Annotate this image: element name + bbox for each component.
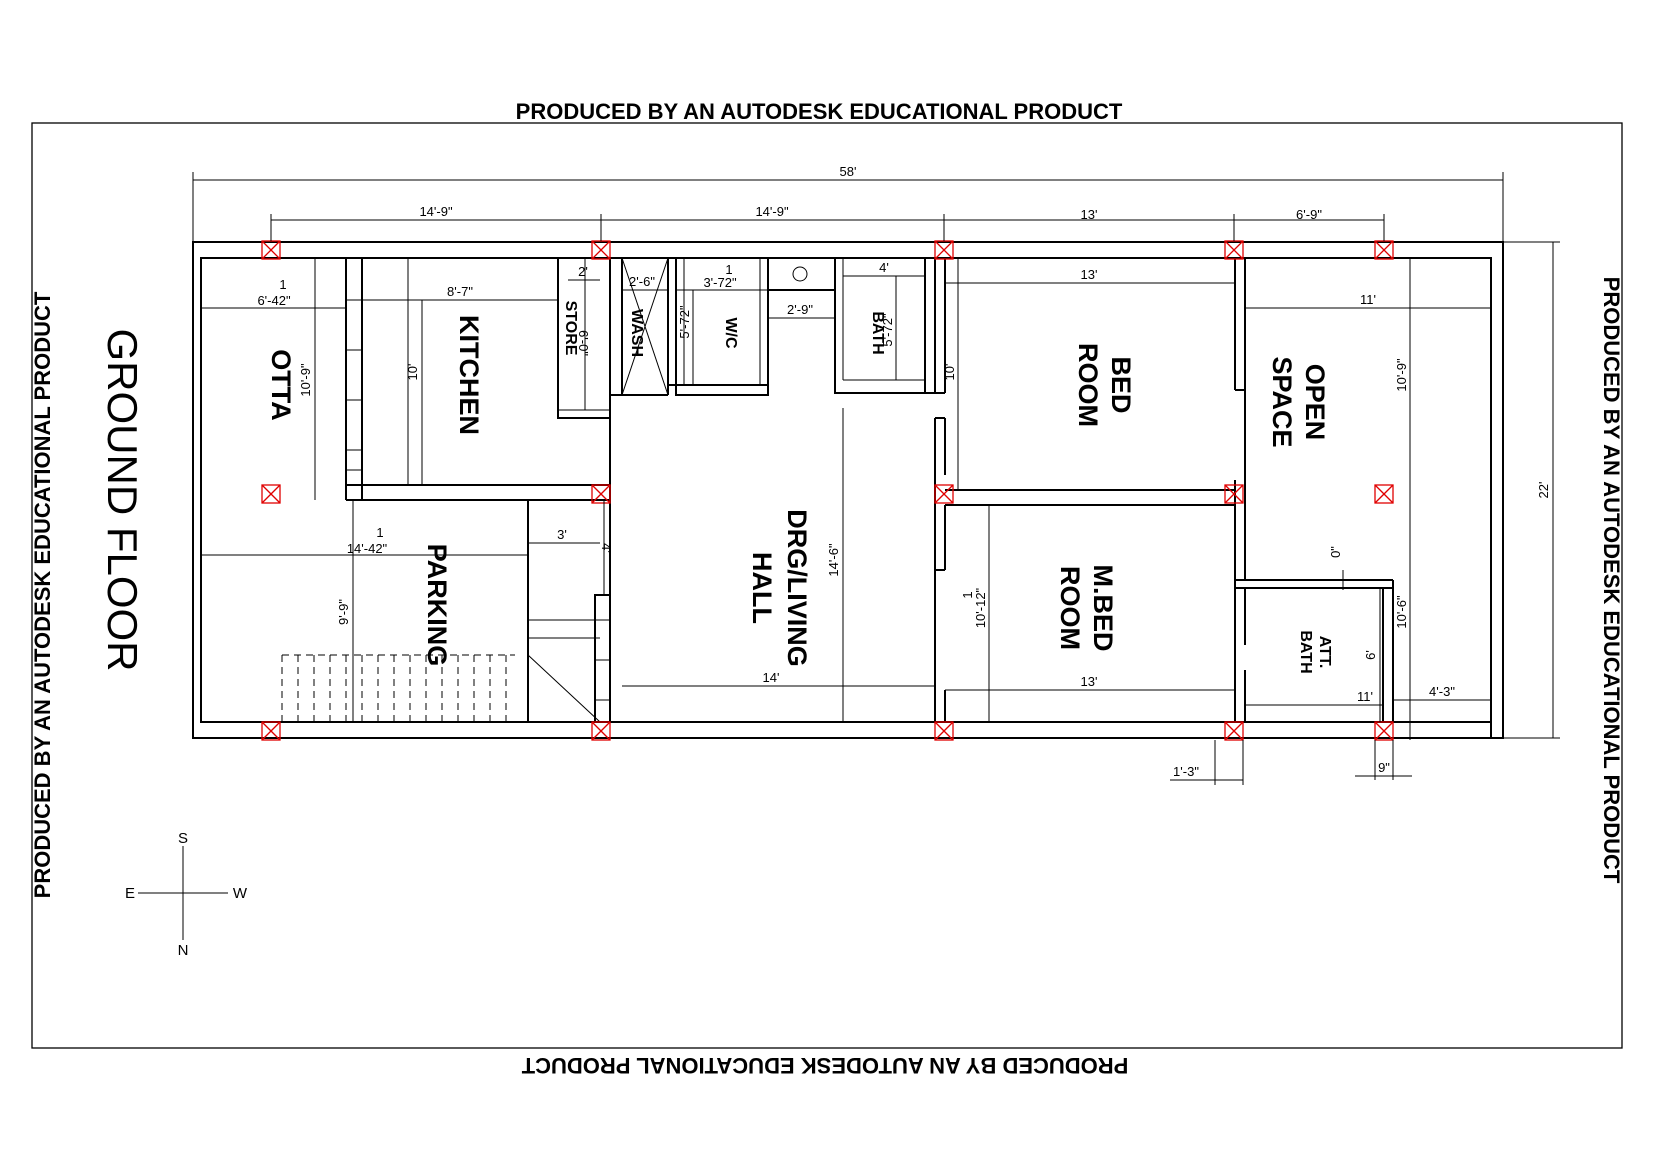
dim-att-width: 11': [1357, 689, 1373, 704]
room-att-line2: BATH: [1297, 630, 1314, 673]
dim-bed-height: 10': [942, 364, 957, 381]
dim-lobby-width: 2'-9": [787, 302, 813, 317]
dim-top-4: 6'-9": [1296, 207, 1322, 222]
watermark-left: PRODUCED BY AN AUTODESK EDUCATIONAL PROD…: [30, 291, 55, 898]
dim-store-height: 6'-0": [576, 330, 591, 356]
room-kitchen: KITCHEN: [454, 315, 484, 435]
dim-overall-width: 22': [1536, 482, 1551, 499]
dim-kitchen-height: 10': [405, 364, 420, 381]
dim-wc-frac: 1: [725, 262, 732, 277]
room-wash: WASH: [628, 309, 645, 357]
sheet-border: [31, 122, 1623, 1049]
dim-store-width: 2': [578, 264, 588, 279]
dim-att-offset: 0": [1328, 546, 1343, 558]
dim-mbed-frac: 1: [960, 591, 975, 598]
dim-mbed-height: 10'-12": [973, 587, 988, 628]
compass-south: S: [178, 830, 188, 847]
dimension-lines: [192, 172, 1560, 785]
dim-mbed-width: 13': [1081, 674, 1098, 689]
dim-below-2: 9": [1378, 760, 1390, 775]
dim-bath-width: 4': [879, 260, 889, 275]
dim-below-1: 1'-3": [1173, 764, 1199, 779]
dim-hall-height: 14'-6": [826, 543, 841, 577]
compass-east: E: [125, 885, 135, 902]
dim-stair-height: 4': [599, 543, 614, 553]
room-att-line1: ATT.: [1316, 636, 1333, 669]
dimension-labels: 58' 22' 14'-9" 14'-9" 13' 6'-9" 1 6'-42"…: [257, 164, 1551, 779]
dim-wc-height: 5'-72": [677, 305, 692, 339]
room-mbed-line1: M.BED: [1088, 565, 1118, 652]
columns: [261, 240, 1394, 741]
dim-open-width: 11': [1360, 292, 1376, 307]
room-hall-line1: DRG/LIVING: [782, 509, 812, 667]
dim-parking-width: 14'-42": [347, 541, 388, 556]
dim-stair-width: 3': [557, 527, 567, 542]
dim-bed-width: 13': [1081, 267, 1098, 282]
compass: S N E W: [125, 830, 248, 959]
room-hall-line2: HALL: [747, 552, 777, 624]
plan-title: GROUND FLOOR: [99, 328, 146, 671]
dim-att-height: 6': [1363, 650, 1378, 660]
dim-parking-height: 9'-9": [336, 599, 351, 625]
walls: [192, 241, 1504, 739]
room-open-line2: SPACE: [1267, 356, 1297, 447]
room-store: STORE: [562, 301, 579, 356]
dim-otta-height: 10'-9": [298, 363, 313, 397]
dim-wc-width: 3'-72": [703, 275, 737, 290]
outer-wall: [192, 241, 1504, 739]
dim-parking-frac: 1: [376, 525, 383, 540]
dim-open-height: 10'-9": [1394, 358, 1409, 392]
watermark-bottom: PRODUCED BY AN AUTODESK EDUCATIONAL PROD…: [521, 1053, 1128, 1078]
dim-top-1: 14'-9": [419, 204, 453, 219]
room-mbed-line2: ROOM: [1055, 566, 1085, 650]
dim-kitchen-width: 8'-7": [447, 284, 473, 299]
room-otta: OTTA: [266, 349, 296, 420]
dim-wash-width: 2'-6": [629, 274, 655, 289]
room-bed-line2: ROOM: [1073, 343, 1103, 427]
room-bed-line1: BED: [1106, 356, 1136, 413]
watermark-right: PRODUCED BY AN AUTODESK EDUCATIONAL PROD…: [1599, 277, 1624, 884]
dim-bath-height: 5'-72": [880, 313, 895, 347]
dim-top-3: 13': [1081, 207, 1098, 222]
room-open-line1: OPEN: [1300, 364, 1330, 441]
compass-north: N: [178, 942, 189, 959]
room-parking: PARKING: [422, 544, 452, 667]
dim-otta-frac: 1: [279, 277, 286, 292]
room-labels: OTTA KITCHEN STORE WASH W/C BATH BED ROO…: [266, 301, 1333, 674]
dim-hall-width: 14': [763, 670, 780, 685]
dim-otta-width: 6'-42": [257, 293, 291, 308]
watermark-top: PRODUCED BY AN AUTODESK EDUCATIONAL PROD…: [516, 99, 1123, 124]
room-wc: W/C: [722, 317, 739, 349]
dim-right-strip: 4'-3": [1429, 684, 1455, 699]
dim-top-2: 14'-9": [755, 204, 789, 219]
dim-overall-length: 58': [840, 164, 857, 179]
room-bath: BATH: [869, 311, 886, 354]
dim-right-lower: 10'-6": [1394, 595, 1409, 629]
compass-west: W: [233, 885, 248, 902]
